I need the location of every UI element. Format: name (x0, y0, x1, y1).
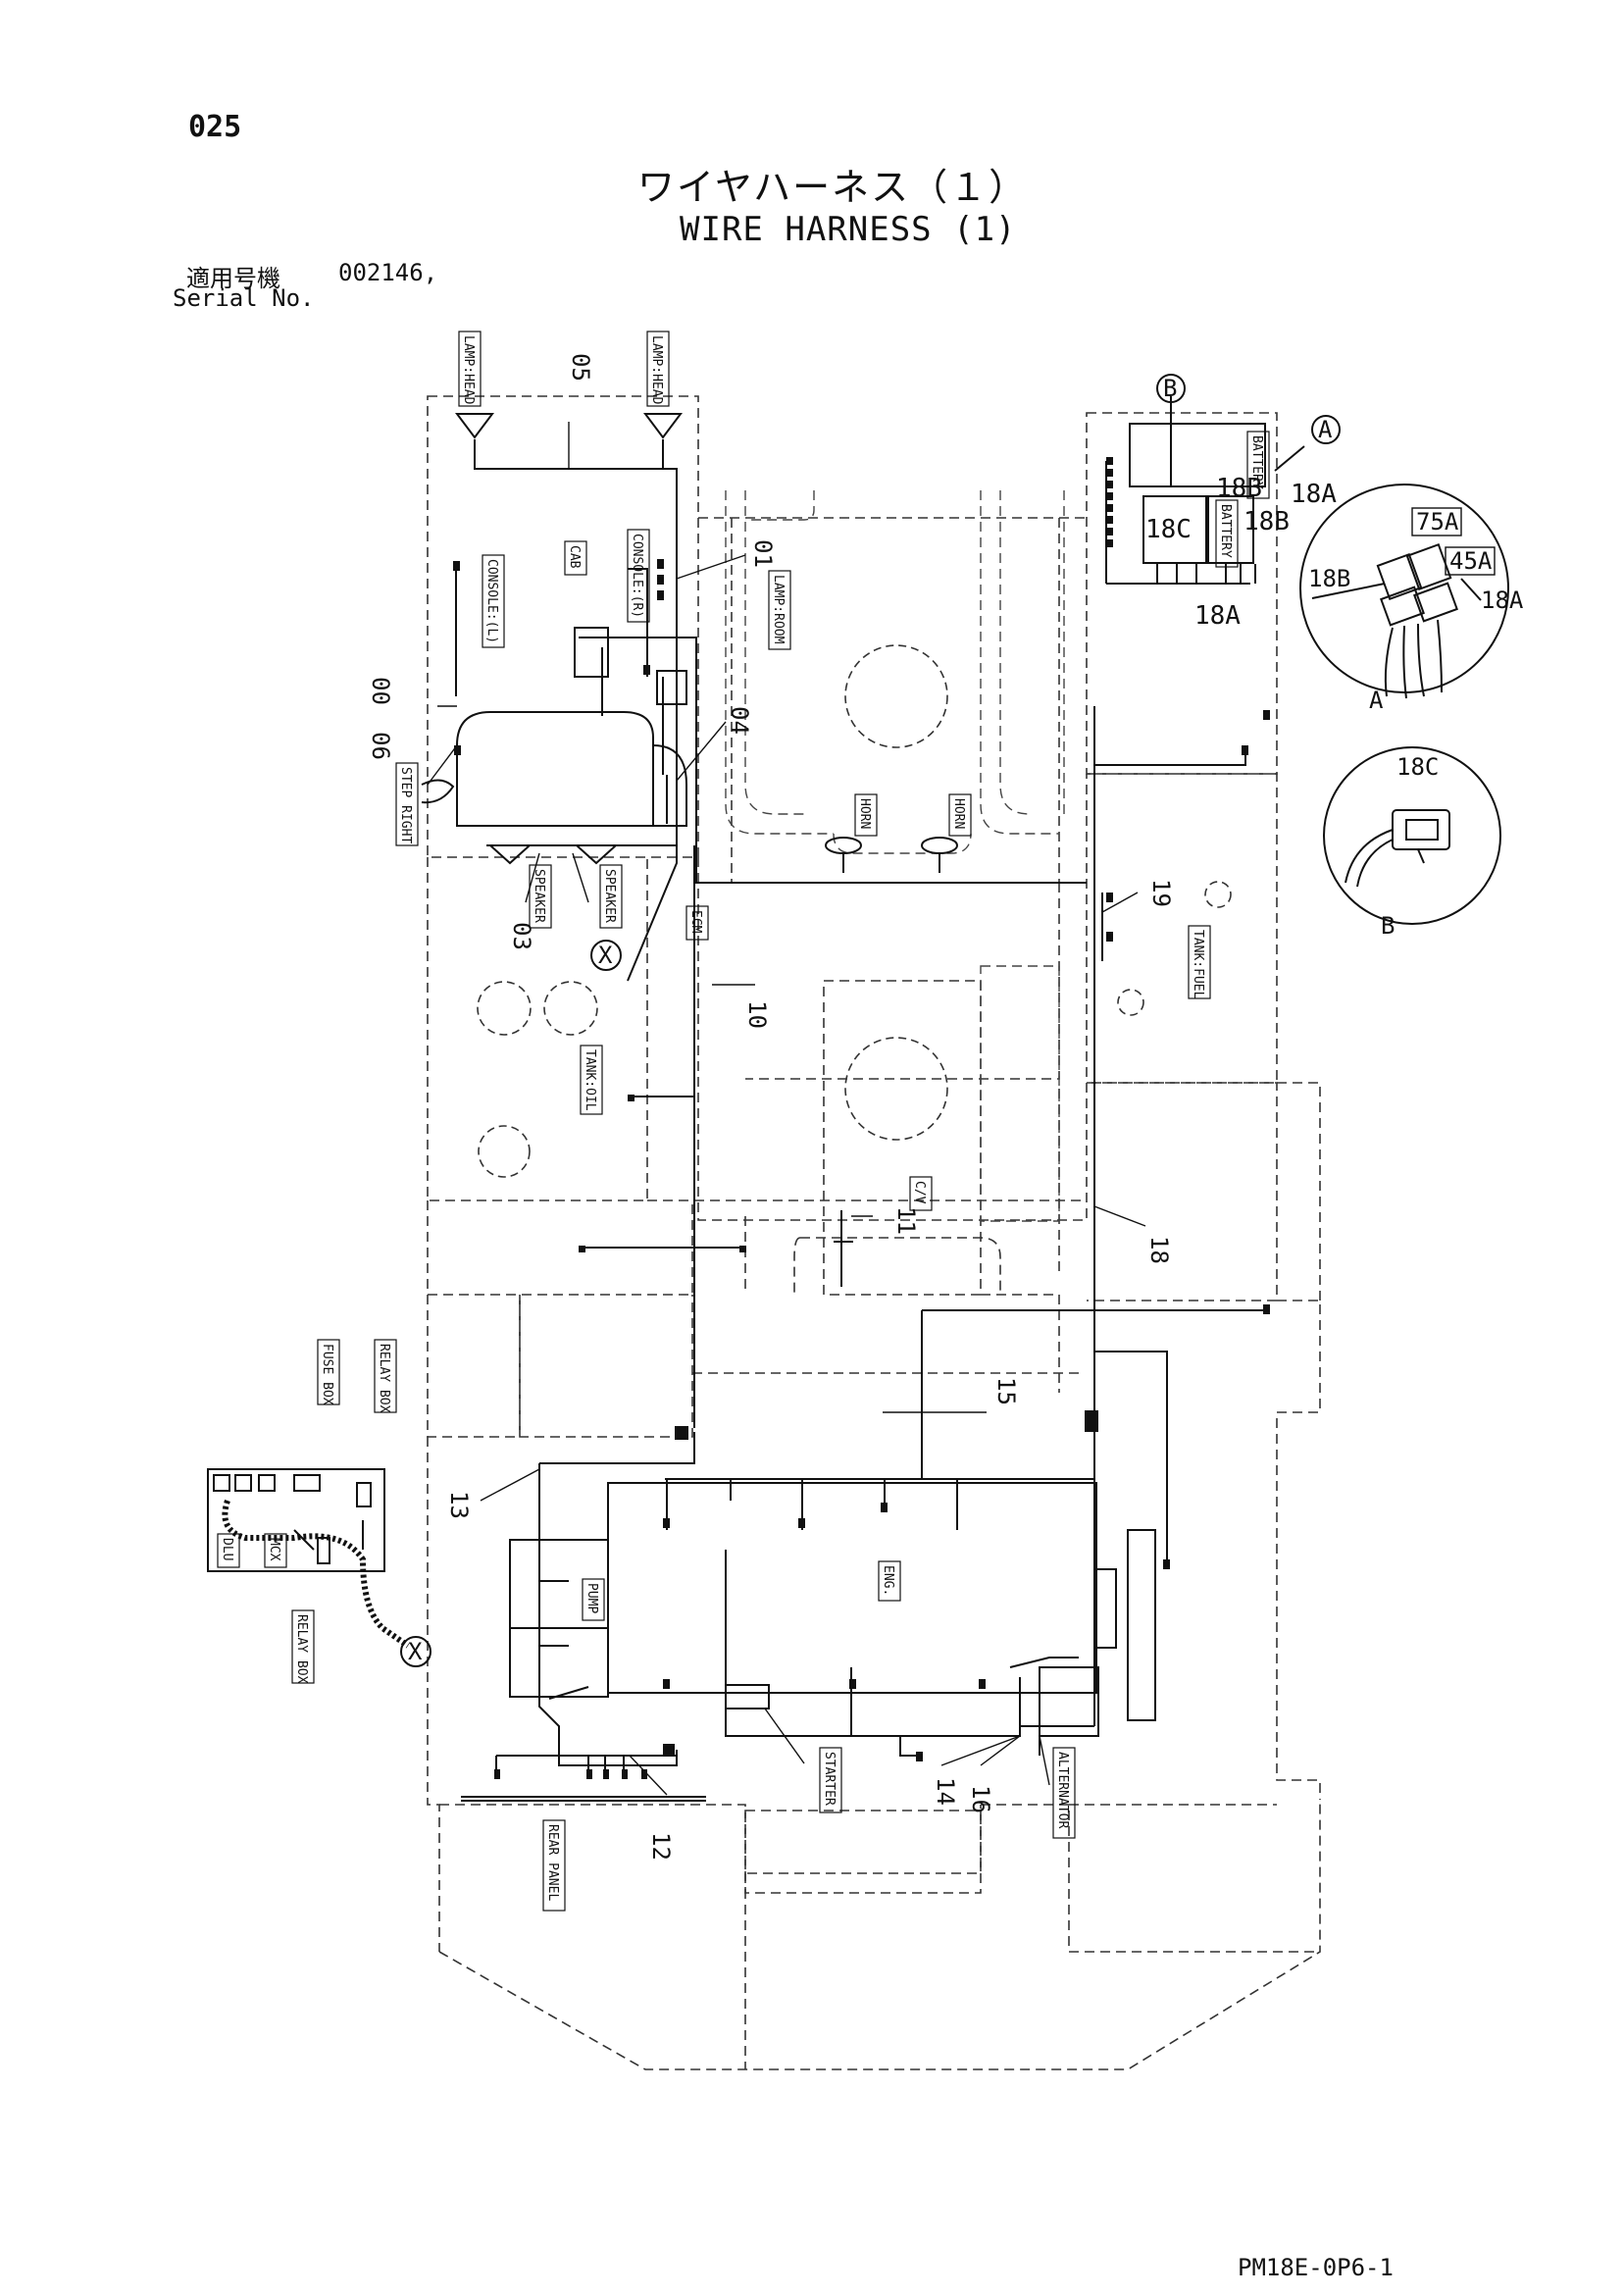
callout-a-marker: A (1318, 416, 1333, 443)
part-number-16: 16 (967, 1785, 994, 1813)
title-japanese: ワイヤハーネス（１） (637, 166, 1029, 209)
head-lamp-icons (421, 413, 683, 865)
label-alternator: ALTERNATOR (1055, 1752, 1070, 1828)
label-engine: ENG. (881, 1565, 895, 1596)
label-lamp-head-left: LAMP:HEAD (461, 335, 476, 405)
label-relay-box-bottom: RELAY BOX (294, 1614, 309, 1684)
part-number-18b-lower: 18B (1243, 507, 1290, 536)
label-tank-oil: TANK:OIL (583, 1049, 597, 1111)
label-ecm: ECM (688, 910, 703, 934)
connector-marks (453, 457, 1270, 1779)
label-starter: STARTER (822, 1752, 837, 1806)
part-number-06: 06 (367, 732, 394, 760)
callout-x-relay: X (408, 1638, 423, 1665)
label-horn-left: HORN (857, 798, 872, 829)
callout-b-detail: B (1381, 912, 1395, 940)
label-step-right: STEP RIGHT (398, 767, 413, 843)
part-number-18a-detail: 18A (1481, 587, 1524, 614)
part-number-18: 18 (1145, 1236, 1173, 1264)
serial-label-japanese: 適用号機 (186, 265, 280, 292)
label-mcx: MCX (267, 1538, 281, 1561)
label-console-left: CONSOLE:(L) (484, 559, 499, 643)
document-code: PM18E-0P6-1 (1238, 2254, 1394, 2281)
part-number-15: 15 (992, 1377, 1020, 1405)
label-relay-box-top: RELAY BOX (377, 1344, 391, 1413)
fuse-label-boxes (1411, 507, 1496, 576)
serial-number-value: 002146, (338, 259, 438, 286)
engine-block (461, 1482, 1156, 1802)
part-number-18b-upper: 18B (1216, 474, 1262, 503)
detail-circle-b (1323, 746, 1501, 925)
callout-a-detail: A (1369, 687, 1384, 714)
part-number-18c-detail: 18C (1396, 753, 1439, 781)
label-console-right: CONSOLE:(R) (630, 534, 644, 618)
label-control-valve: C/V (912, 1181, 927, 1204)
cab-operator-area (456, 627, 687, 827)
part-numbers: 05 01 00 06 04 03 10 11 18 19 15 13 12 1… (367, 353, 1524, 1861)
part-number-10: 10 (743, 1000, 771, 1029)
part-number-12: 12 (647, 1832, 675, 1861)
relay-box-panel (207, 1468, 385, 1572)
part-number-18a-lower: 18A (1194, 601, 1241, 631)
part-number-75a: 75A (1416, 508, 1459, 536)
part-number-14: 14 (932, 1777, 959, 1806)
part-number-13: 13 (445, 1491, 473, 1519)
label-pump: PUMP (584, 1583, 599, 1613)
label-speaker-left: SPEAKER (532, 869, 546, 923)
label-lamp-head-right: LAMP:HEAD (649, 335, 664, 405)
serial-label-english: Serial No. (173, 284, 315, 312)
label-fuse-box: FUSE BOX (320, 1344, 334, 1405)
part-number-11: 11 (892, 1206, 920, 1235)
label-cab: CAB (567, 545, 582, 569)
label-speaker-right: SPEAKER (602, 869, 617, 923)
label-tank-fuel: TANK:FUEL (1191, 930, 1205, 999)
part-number-19: 19 (1147, 879, 1175, 907)
title-english: WIRE HARNESS (1) (680, 210, 1017, 249)
part-number-45a: 45A (1449, 547, 1493, 575)
callout-x-cab: X (598, 942, 613, 969)
part-number-01: 01 (749, 539, 777, 568)
part-number-18c-battery: 18C (1145, 515, 1192, 544)
label-battery-bottom: BATTERY (1218, 504, 1233, 558)
label-horn-right: HORN (951, 798, 966, 829)
part-number-18b-detail: 18B (1308, 565, 1350, 592)
label-lamp-room: LAMP:ROOM (771, 575, 786, 644)
detail-circle-a (1299, 484, 1509, 699)
page-number: 025 (188, 110, 242, 144)
label-rear-panel: REAR PANEL (545, 1824, 560, 1901)
part-number-00: 00 (367, 677, 394, 705)
label-dlu: DLU (220, 1538, 234, 1560)
callout-markers: B A A B X X (400, 374, 1395, 1667)
component-labels: LAMP:HEAD LAMP:HEAD CAB CONSOLE:(R) CONS… (217, 331, 1270, 1912)
part-number-18a-upper: 18A (1291, 480, 1337, 509)
horn-icons (825, 837, 958, 873)
machine-circles (477, 644, 1232, 1178)
machine-outline (427, 395, 1321, 2070)
callout-b-marker: B (1163, 375, 1177, 402)
part-number-04: 04 (726, 706, 753, 735)
battery-box (1129, 396, 1305, 564)
leader-lines (427, 422, 1146, 1796)
frame-rails (725, 490, 1065, 1222)
part-number-03: 03 (508, 922, 535, 950)
part-number-05: 05 (567, 353, 594, 382)
label-battery-top: BATTERY (1249, 435, 1264, 489)
